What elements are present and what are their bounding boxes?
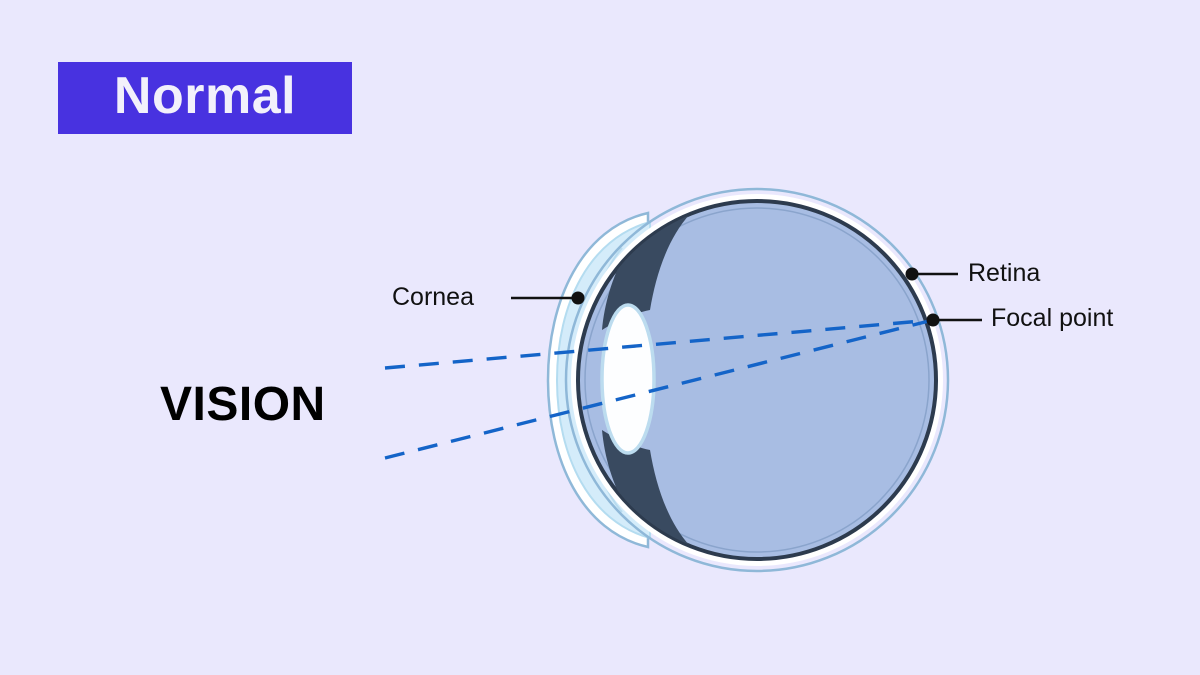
light-rays-group (384, 318, 934, 460)
lower-light-ray (384, 318, 934, 460)
vision-word: VISION (160, 378, 326, 431)
label-retina: Retina (968, 259, 1041, 287)
label-cornea: Cornea (392, 283, 474, 311)
title-badge: Normal (58, 62, 352, 134)
iris-upper (602, 213, 690, 330)
label-focal-point: Focal point (991, 304, 1114, 332)
crystalline-lens (600, 303, 656, 455)
retina-dot (905, 267, 919, 281)
focal-point-dot (926, 313, 940, 327)
iris-group (602, 213, 690, 547)
choroid-ring (576, 199, 938, 561)
upper-light-ray (384, 318, 934, 370)
title-badge-label: Normal (113, 67, 297, 125)
globe-outer-rim (564, 187, 950, 573)
callout-leaders (511, 272, 982, 322)
callout-dots (571, 267, 940, 327)
iris-lower (602, 430, 690, 547)
retina-line (584, 207, 930, 553)
cornea-dot (571, 291, 585, 305)
